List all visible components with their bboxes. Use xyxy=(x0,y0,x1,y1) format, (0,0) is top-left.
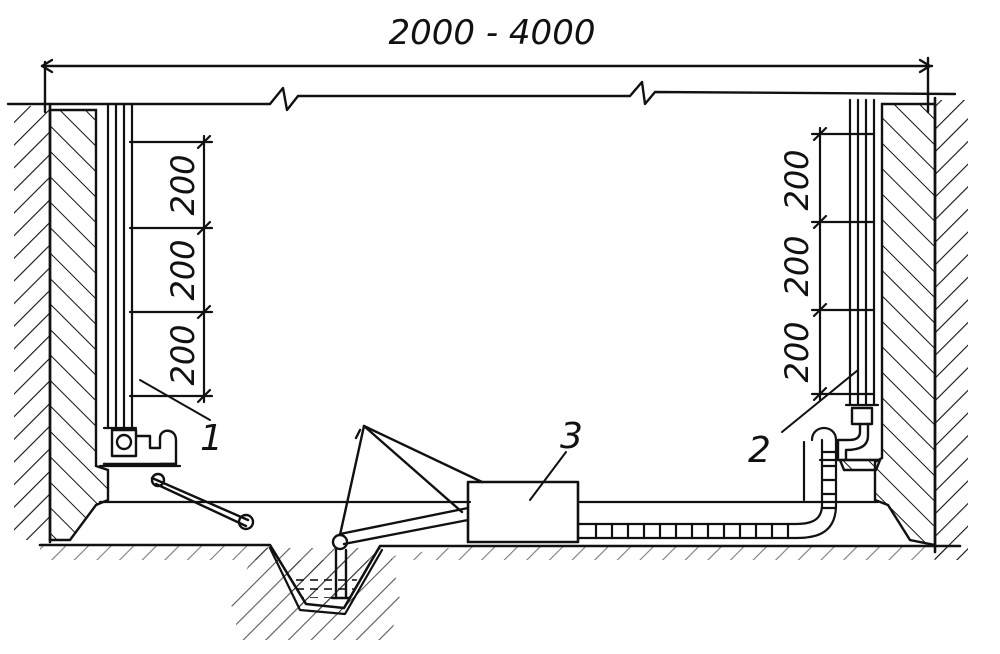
left-lining-wall xyxy=(48,108,110,542)
callout-3-leader xyxy=(529,451,567,501)
right-elbow-assembly xyxy=(836,406,882,472)
left-dimension-2: 200 xyxy=(164,239,202,300)
left-dimension-1: 200 xyxy=(164,154,202,215)
right-soil-wall xyxy=(935,100,968,560)
right-wellpoint-riser xyxy=(844,98,880,407)
left-dimension-lines xyxy=(128,134,214,404)
right-lining-wall xyxy=(873,102,937,547)
bottom-ground xyxy=(38,543,962,640)
right-dimension-lines xyxy=(810,126,876,402)
left-soil-wall xyxy=(14,106,50,540)
left-pump-assembly xyxy=(102,428,255,531)
callout-1-label: 1 xyxy=(200,418,223,459)
trench-floor xyxy=(98,458,880,504)
sump-water xyxy=(290,572,360,598)
overall-dimension-label: 2000 - 4000 xyxy=(389,13,596,53)
left-dimension-3: 200 xyxy=(164,324,202,385)
right-dimension-2: 200 xyxy=(778,235,816,296)
callout-1-leader xyxy=(139,379,211,421)
right-dimension-3: 200 xyxy=(778,321,816,382)
callout-3-label: 3 xyxy=(560,416,583,457)
pump-unit xyxy=(466,480,580,544)
right-dimension-1: 200 xyxy=(778,149,816,210)
callout-2-leader xyxy=(781,369,859,433)
collector-hose xyxy=(576,426,838,540)
suction-pipe xyxy=(330,506,470,600)
tripod-hoist xyxy=(338,424,484,537)
left-wellpoint-riser xyxy=(102,102,138,430)
top-reference-line xyxy=(6,80,957,112)
callout-2-label: 2 xyxy=(748,430,771,471)
